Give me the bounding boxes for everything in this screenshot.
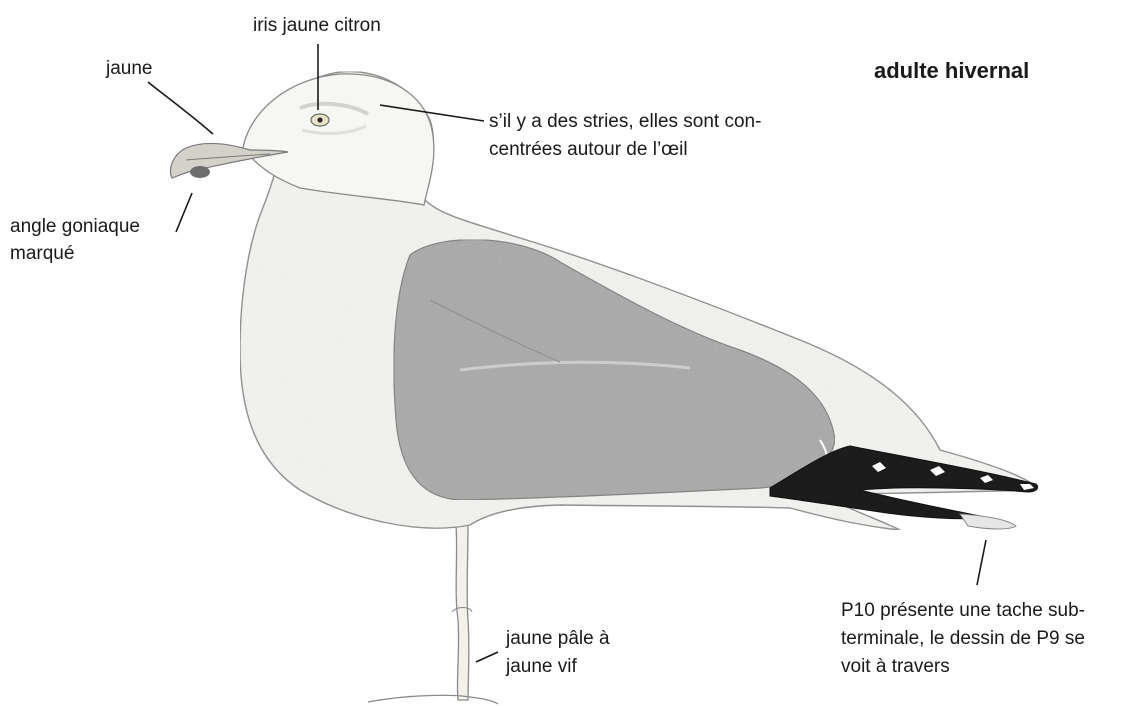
label-stries-line2: centrées autour de l’œil [489, 136, 688, 163]
label-iris: iris jaune citron [253, 12, 381, 39]
label-p10-line3: voit à travers [841, 653, 950, 680]
label-angle-line2: marqué [10, 240, 74, 267]
label-bill-jaune: jaune [106, 55, 153, 82]
label-pattes-line1: jaune pâle à [506, 625, 610, 652]
label-angle-line1: angle goniaque [10, 213, 140, 240]
label-p10-line2: terminale, le dessin de P9 se [841, 625, 1085, 652]
label-pattes-line2: jaune vif [506, 653, 577, 680]
label-p10-line1: P10 présente une tache sub- [841, 597, 1085, 624]
plumage-title: adulte hivernal [874, 58, 1029, 84]
legs [368, 525, 498, 704]
label-stries-line1: s’il y a des stries, elles sont con- [489, 108, 761, 135]
